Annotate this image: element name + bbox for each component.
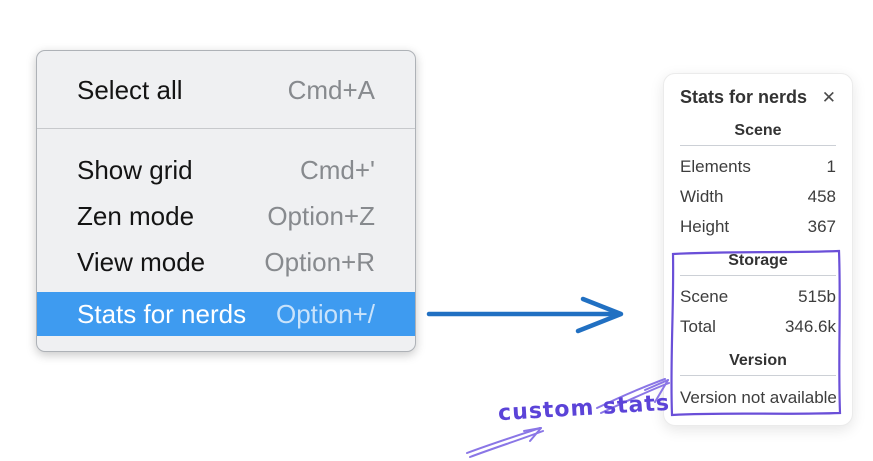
menu-item-label: Show grid <box>77 154 193 185</box>
close-icon[interactable]: ✕ <box>821 88 836 107</box>
section-header-version: Version <box>729 352 787 369</box>
menu-divider <box>37 128 415 129</box>
menu-item-stats-for-nerds[interactable]: Stats for nerds Option+/ <box>37 292 415 336</box>
stats-panel-header: Stats for nerds ✕ <box>680 87 836 108</box>
stat-value: 515b <box>798 287 836 306</box>
context-menu: Select all Cmd+A Show grid Cmd+' Zen mod… <box>36 50 416 352</box>
menu-item-label: Zen mode <box>77 200 195 231</box>
menu-item-label: Select all <box>77 74 183 105</box>
menu-item-shortcut: Cmd+' <box>299 154 375 185</box>
menu-item-view-mode[interactable]: View mode Option+R <box>37 239 415 285</box>
section-header-storage: Storage <box>728 252 788 269</box>
stat-label: Height <box>680 217 730 236</box>
menu-item-zen-mode[interactable]: Zen mode Option+Z <box>37 193 415 239</box>
section-divider <box>680 145 836 146</box>
menu-item-shortcut: Option+R <box>264 246 375 277</box>
annotation-arrow-lower <box>466 427 544 458</box>
stat-row-total-size: Total 346.6k <box>680 312 836 342</box>
section-divider <box>680 375 836 376</box>
stat-label: Total <box>680 317 716 336</box>
section-divider <box>680 275 836 276</box>
stat-value: 346.6k <box>784 317 836 336</box>
stat-row-elements: Elements 1 <box>680 152 836 182</box>
stat-row-scene-size: Scene 515b <box>680 282 836 312</box>
version-note: Version not available <box>680 388 837 407</box>
stats-panel: Stats for nerds ✕ Scene Elements 1 Width… <box>663 73 853 426</box>
stat-value: 367 <box>807 217 836 236</box>
stat-value: 1 <box>826 157 836 176</box>
menu-item-select-all[interactable]: Select all Cmd+A <box>37 64 415 116</box>
menu-item-show-grid[interactable]: Show grid Cmd+' <box>37 147 415 193</box>
blue-arrow <box>426 296 624 334</box>
menu-item-label: View mode <box>77 246 206 277</box>
stat-value: 458 <box>807 187 836 206</box>
stat-row-height: Height 367 <box>680 212 836 242</box>
menu-item-shortcut: Option+/ <box>275 298 375 329</box>
menu-item-shortcut: Cmd+A <box>287 74 375 105</box>
stats-panel-title: Stats for nerds <box>680 87 808 107</box>
menu-item-shortcut: Option+Z <box>267 200 375 231</box>
stat-label: Scene <box>680 287 729 306</box>
annotation-custom-stats-label: custom stats <box>497 390 671 427</box>
stat-label: Elements <box>680 157 751 176</box>
stat-label: Width <box>680 187 724 206</box>
menu-item-label: Stats for nerds <box>77 298 247 329</box>
section-header-scene: Scene <box>734 122 782 139</box>
stat-row-width: Width 458 <box>680 182 836 212</box>
